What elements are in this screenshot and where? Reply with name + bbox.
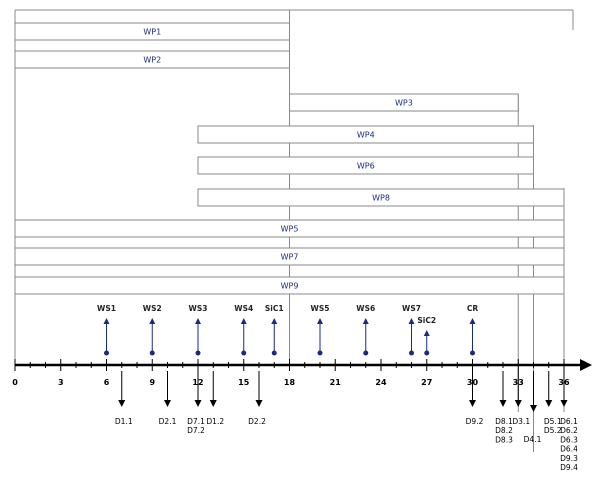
wp-label-wp3: WP3 (395, 99, 413, 108)
wp-bar-wp3 (289, 93, 519, 112)
milestone-dot-ws6 (363, 350, 369, 356)
milestone-dot-cr (470, 350, 475, 356)
deliverable-arrowhead-m34 (530, 405, 537, 412)
deliverable-label-d5-1: D5.1 (544, 417, 562, 426)
wp-label-wp4: WP4 (357, 131, 375, 140)
milestone-dot-sic2 (424, 350, 430, 356)
milestone-label-cr: CR (467, 304, 479, 313)
milestone-arrowhead-ws3 (195, 318, 201, 324)
wp-bar-wp4 (197, 125, 534, 144)
deliverable-label-d6-1: D6.1 (560, 417, 578, 426)
milestone-dot-ws7 (409, 350, 414, 356)
deliverable-label-d7-1: D7.1 (187, 417, 205, 426)
milestone-arrowhead-ws1 (103, 318, 110, 324)
deliverable-arrowhead-m36 (560, 400, 568, 407)
wp-label-wp6: WP6 (357, 162, 375, 171)
deliverable-arrowhead-m32 (499, 400, 507, 407)
deliverable-arrowhead-m30 (469, 400, 476, 407)
wp-bar-wp9 (14, 276, 565, 295)
deliverable-label-d4-1: D4.1 (524, 435, 542, 444)
milestone-dot-ws5 (317, 350, 323, 356)
wp-label-wp9: WP9 (281, 282, 299, 291)
deliverable-arrowhead-m7 (118, 400, 126, 407)
deliverable-label-d8-3: D8.3 (495, 435, 513, 444)
milestone-arrowhead-ws5 (317, 318, 323, 324)
deliverable-label-d3-1: D3.1 (512, 417, 530, 426)
wp-bar-wp1 (14, 22, 290, 41)
wp-label-wp5: WP5 (281, 225, 299, 234)
deliverable-arrowhead-m13 (209, 400, 217, 407)
wp-bar-wp5 (14, 219, 565, 238)
wp-bar-wp6 (197, 156, 534, 175)
milestone-label-ws4: WS4 (234, 304, 253, 313)
deliverable-label-d6-2: D6.2 (560, 426, 578, 435)
wp-bar-wp8 (197, 188, 565, 207)
deliverable-label-d9-3: D9.3 (560, 454, 578, 463)
deliverable-label-d6-3: D6.3 (560, 435, 578, 444)
deliverable-label-d6-4: D6.4 (560, 445, 578, 454)
deliverable-label-d1-2: D1.2 (206, 417, 224, 426)
tick-label-6: 6 (104, 378, 110, 387)
time-axis-arrowhead (580, 359, 592, 371)
tick-label-18: 18 (284, 378, 296, 387)
milestone-arrowhead-cr (469, 318, 476, 324)
milestone-arrowhead-ws7 (408, 318, 415, 324)
milestone-label-sic1: SiC1 (265, 304, 284, 313)
deliverable-label-d8-2: D8.2 (495, 426, 513, 435)
milestone-label-ws2: WS2 (143, 304, 162, 313)
wp-bar-wp2 (14, 50, 290, 69)
milestone-label-ws6: WS6 (356, 304, 375, 313)
tick-label-21: 21 (330, 378, 342, 387)
milestone-dot-ws1 (104, 350, 109, 356)
deliverable-label-d1-1: D1.1 (115, 417, 133, 426)
deliverable-label-d7-2: D7.2 (187, 426, 205, 435)
milestone-label-ws5: WS5 (311, 304, 330, 313)
deliverable-arrowhead-m10 (164, 400, 171, 407)
milestone-arrowhead-sic1 (271, 318, 278, 324)
wp-label-wp7: WP7 (281, 253, 299, 262)
deliverable-label-d2-2: D2.2 (248, 417, 266, 426)
milestone-dot-sic1 (271, 350, 277, 356)
deliverable-arrowhead-m12 (194, 400, 202, 407)
wp-label-wp8: WP8 (372, 194, 390, 203)
deliverable-arrowhead-m33 (514, 400, 522, 407)
wp-label-wp1: WP1 (143, 28, 161, 37)
deliverable-label-d9-2: D9.2 (466, 417, 484, 426)
tick-label-15: 15 (238, 378, 250, 387)
milestone-arrowhead-ws2 (149, 318, 156, 324)
milestone-arrowhead-ws6 (362, 318, 369, 324)
milestone-label-sic2: SiC2 (417, 316, 436, 325)
milestone-dot-ws4 (241, 350, 247, 356)
milestone-dot-ws2 (149, 350, 155, 356)
milestone-label-ws1: WS1 (97, 304, 116, 313)
tick-label-24: 24 (375, 378, 387, 387)
milestone-label-ws7: WS7 (402, 304, 421, 313)
milestone-arrowhead-ws4 (240, 318, 247, 324)
deliverable-label-d5-2: D5.2 (544, 426, 562, 435)
deliverable-label-d8-1: D8.1 (495, 417, 513, 426)
tick-label-0: 0 (12, 378, 18, 387)
deliverable-arrowhead-m35 (545, 400, 553, 407)
tick-label-3: 3 (58, 378, 64, 387)
deliverable-arrowhead-m16 (255, 400, 263, 407)
milestone-label-ws3: WS3 (189, 304, 208, 313)
tick-label-27: 27 (421, 378, 432, 387)
deliverable-label-d2-1: D2.1 (159, 417, 177, 426)
deliverable-label-d9-4: D9.4 (560, 463, 578, 472)
wp-label-wp2: WP2 (143, 56, 161, 65)
tick-label-9: 9 (149, 378, 155, 387)
wp-bar-wp7 (14, 247, 565, 266)
milestone-dot-ws3 (195, 350, 201, 356)
milestone-arrowhead-sic2 (423, 330, 430, 336)
